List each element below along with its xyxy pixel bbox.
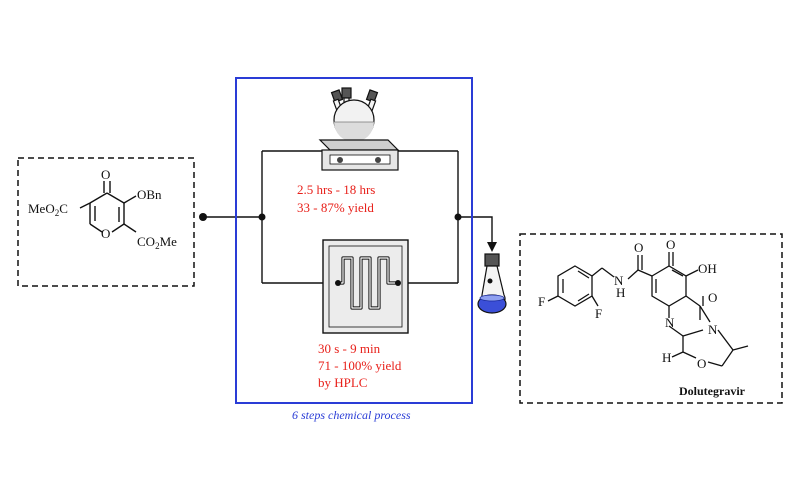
- amide-h-label: H: [616, 285, 625, 300]
- meo2c-part-b: C: [59, 201, 68, 216]
- co2me-part-b: Me: [160, 234, 178, 249]
- lactam-oxygen-label: O: [708, 290, 717, 305]
- chip-outlet: [395, 280, 401, 286]
- chip-inlet: [335, 280, 341, 286]
- co2me-part-a: CO: [137, 234, 155, 249]
- collection-flask-icon: [477, 253, 507, 314]
- inlet-node: [199, 213, 207, 221]
- flow-yield-text: 71 - 100% yield: [318, 358, 402, 373]
- meo2c-part-a: MeO: [28, 201, 55, 216]
- pyranone-ring-bonds: [79, 181, 137, 233]
- starting-material-box: [17, 157, 195, 287]
- stirrer-plate-icon: [318, 139, 400, 171]
- amide-nh-label: N: [614, 273, 624, 288]
- flow-time-text: 30 s - 9 min: [318, 341, 381, 356]
- product-name: Dolutegravir: [679, 384, 746, 398]
- hydroxyl-label: OH: [698, 261, 717, 276]
- fluorine-2-label: F: [595, 306, 602, 321]
- stereo-h-label: H: [662, 350, 671, 365]
- keto-oxygen-label: O: [666, 237, 675, 252]
- ring-nitrogen-1-label: N: [665, 315, 675, 330]
- merge-node: [454, 213, 462, 221]
- product-box: [519, 233, 783, 404]
- meo2c-label: MeO2C: [28, 201, 68, 218]
- batch-yield-text: 33 - 87% yield: [297, 200, 374, 215]
- batch-reactor: 2.5 hrs - 18 hrs 33 - 87% yield: [297, 87, 400, 215]
- arrow-head: [487, 242, 497, 252]
- ring-nitrogen-2-label: N: [708, 322, 718, 337]
- flask-icon: [330, 87, 379, 142]
- co2me-label: CO2Me: [137, 234, 177, 251]
- flow-hplc-text: by HPLC: [318, 375, 367, 390]
- flow-reactor: 30 s - 9 min 71 - 100% yield by HPLC: [318, 239, 409, 390]
- microreactor-chip: [322, 239, 409, 334]
- process-box: [235, 77, 473, 404]
- obn-label: OBn: [137, 187, 162, 202]
- co2me-subscript: 2: [155, 241, 160, 251]
- meo2c-subscript: 2: [55, 208, 60, 218]
- starting-material: O O OBn MeO2C CO2Me: [17, 157, 195, 287]
- batch-time-text: 2.5 hrs - 18 hrs: [297, 182, 375, 197]
- amide-oxygen-label: O: [634, 240, 643, 255]
- ring-oxygen-label: O: [101, 226, 110, 241]
- oxo-label: O: [101, 167, 110, 182]
- split-node: [258, 213, 266, 221]
- ring-oxygen-label: O: [697, 356, 706, 371]
- process-caption: 6 steps chemical process: [292, 408, 411, 422]
- product: F F N H O O OH O N N O H Dolutegravir: [519, 233, 783, 404]
- fluorine-1-label: F: [538, 294, 545, 309]
- dolutegravir-bonds: [547, 252, 749, 367]
